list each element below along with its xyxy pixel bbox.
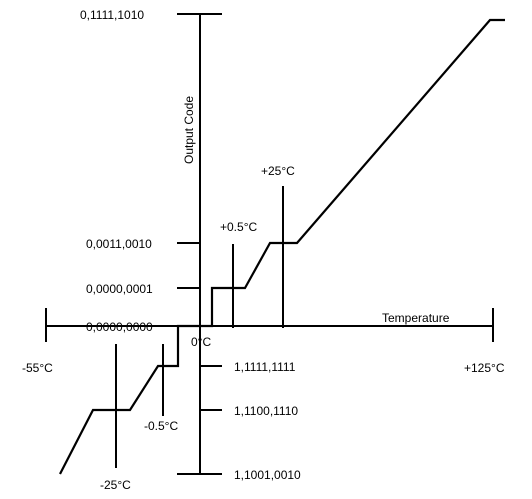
x-axis-title: Temperature xyxy=(382,311,450,325)
label-code-25: 0,0011,0010 xyxy=(86,237,152,251)
label-code-neg0-5: 1,1111,1111 xyxy=(234,360,296,374)
transfer-curve xyxy=(59,18,505,475)
label-origin: 0°C xyxy=(191,335,211,349)
label-temp-neg0-5: -0.5°C xyxy=(144,419,178,433)
label-temp-pos25: +25°C xyxy=(261,164,295,178)
label-code-neg25: 1,1100,1110 xyxy=(234,404,298,418)
label-code-min: 1,1001,0010 xyxy=(234,468,301,482)
label-temp-min: -55°C xyxy=(22,361,53,375)
label-temp-pos0-5: +0.5°C xyxy=(220,220,257,234)
label-code-zero: 0,0000,0000 xyxy=(86,320,153,334)
label-temp-neg25: -25°C xyxy=(100,478,131,492)
label-max-code: 0,1111,1010 xyxy=(80,8,144,22)
y-axis-title: Output Code xyxy=(182,96,196,164)
label-code-0-5: 0,0000,0001 xyxy=(86,282,153,296)
label-temp-max: +125°C xyxy=(464,361,505,375)
